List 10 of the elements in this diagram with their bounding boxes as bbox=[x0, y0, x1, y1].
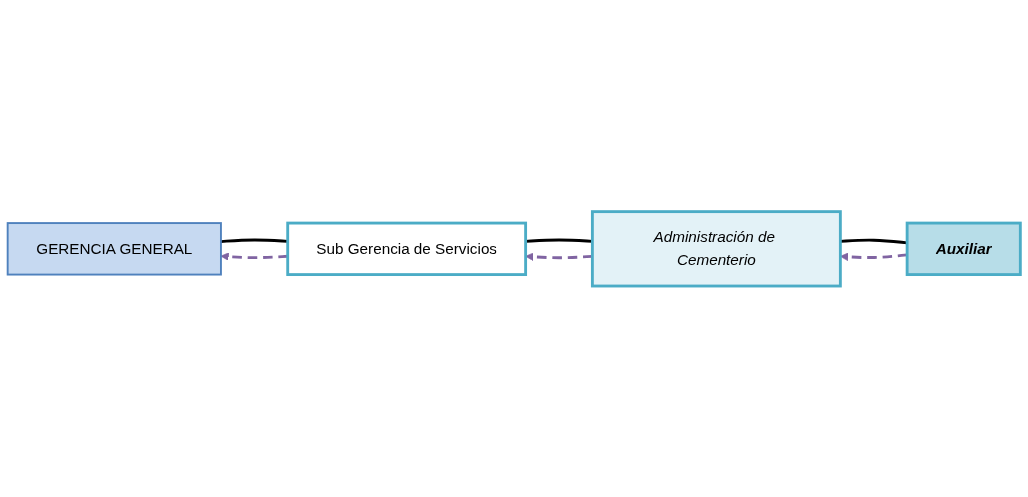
arrow bbox=[525, 252, 593, 261]
connector bbox=[840, 238, 908, 244]
arrow bbox=[840, 252, 908, 261]
node-box: Auxiliar bbox=[905, 221, 1022, 276]
node-box: GERENCIA GENERAL bbox=[6, 221, 222, 276]
connector bbox=[525, 238, 593, 243]
arrow bbox=[220, 252, 288, 261]
connector bbox=[220, 238, 288, 243]
node-box: Sub Gerencia de Servicios bbox=[286, 221, 528, 276]
node-box: Administración de Cementerio bbox=[590, 209, 842, 288]
